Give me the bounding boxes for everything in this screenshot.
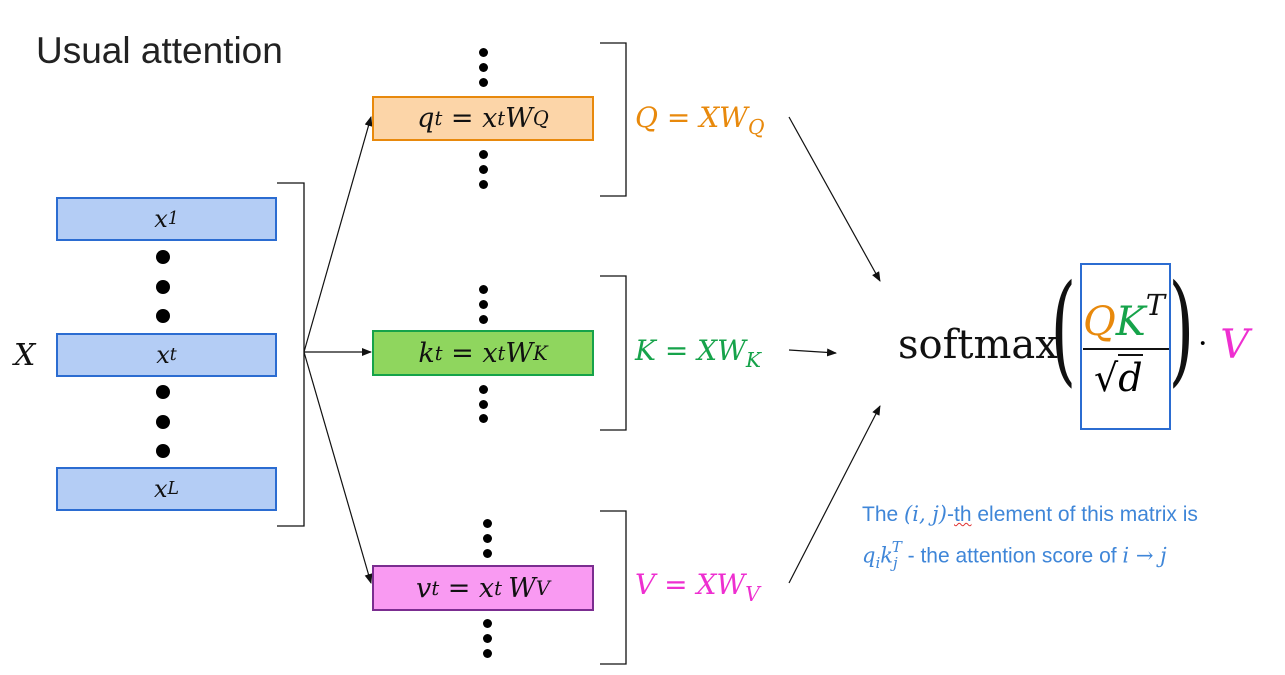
fraction-numerator: QKT [1083, 288, 1165, 345]
note-k-sup: T [891, 538, 902, 556]
output-v: V [1220, 322, 1250, 368]
fraction-bar [1083, 348, 1169, 350]
input-matrix-label: X [14, 338, 36, 373]
k-bracket [600, 275, 627, 431]
query-matrix-sub: Q [747, 115, 765, 140]
note-dash: - [947, 503, 954, 526]
note-arrow: i → j [1122, 543, 1167, 568]
note-k-sub: j [893, 553, 898, 572]
ellipsis-dot [156, 385, 170, 399]
value-W-sub: V [535, 576, 550, 600]
numerator-q: Q [1083, 299, 1116, 346]
query-matrix-eq-rhs: = XW [657, 101, 748, 134]
right-paren: ) [1168, 260, 1195, 399]
note-q-sub: i [875, 553, 881, 572]
ellipsis-dot [156, 250, 170, 264]
input-xL-base: x [153, 475, 168, 503]
note-line-2: qikjT - the attention score of i → j [862, 531, 1198, 579]
value-mid-sub: t [494, 576, 509, 600]
value-matrix: V [635, 568, 656, 601]
input-xt-sub: t [169, 345, 177, 365]
attention-score-note: The (i, j)-th element of this matrix is … [862, 498, 1198, 579]
query-mid-sub: t [497, 107, 506, 130]
key-lhs: k [418, 337, 435, 369]
query-W: W [505, 103, 533, 134]
arrow-to-v [303, 351, 373, 584]
query-lhs-sub: t [434, 107, 443, 130]
ellipsis-dot [156, 444, 170, 458]
input-x1-base: x [154, 205, 168, 233]
value-matrix-eq: V = XWV [635, 568, 760, 606]
key-matrix-eq: K = XWK [635, 334, 761, 372]
multiply-dot: · [1198, 326, 1208, 362]
query-matrix-eq: Q = XWQ [635, 101, 764, 139]
q-bracket [600, 42, 627, 197]
numerator-k: K [1115, 299, 1146, 346]
query-W-sub: Q [532, 107, 549, 130]
query-matrix: Q [635, 101, 658, 134]
attention-matrix-highlight [1080, 263, 1171, 430]
key-mid: = x [442, 337, 498, 369]
note-k: k [880, 543, 894, 568]
note-ij: (i, j) [904, 502, 947, 526]
query-lhs: q [417, 103, 435, 134]
query-mid: = x [442, 103, 498, 134]
note-line1-post: element of this matrix is [971, 503, 1198, 526]
numerator-transpose: T [1145, 288, 1165, 322]
ellipsis-dot [156, 415, 170, 429]
value-matrix-eq-rhs: = XW [655, 568, 746, 601]
fraction-denominator: √d [1094, 354, 1143, 400]
note-th: th [954, 503, 972, 526]
v-bracket [600, 510, 627, 665]
note-line2-post: - the attention score of [901, 544, 1123, 568]
note-line-1: The (i, j)-th element of this matrix is [862, 498, 1198, 531]
arrow-v-to-softmax [788, 405, 881, 584]
ellipsis-dot [156, 309, 170, 323]
value-lhs: v [416, 572, 432, 604]
key-mid-sub: t [497, 341, 506, 365]
note-q: q [862, 543, 876, 568]
sqrt-symbol: √ [1094, 356, 1119, 400]
input-xt-base: x [156, 341, 170, 369]
key-matrix-eq-rhs: = XW [655, 334, 746, 367]
note-line1-pre: The [862, 503, 905, 526]
input-x1-sub: 1 [167, 209, 179, 229]
value-W: W [508, 572, 536, 604]
times-v: · V [1198, 322, 1249, 368]
input-xL-sub: L [167, 479, 179, 499]
key-matrix: K [635, 334, 656, 367]
value-lhs-sub: t [431, 576, 440, 600]
value-mid: = x [439, 572, 495, 604]
input-bracket [277, 182, 305, 527]
left-paren: ( [1050, 260, 1077, 399]
value-matrix-sub: V [745, 582, 760, 607]
softmax-label: softmax [898, 322, 1058, 368]
arrow-to-q [303, 116, 373, 353]
arrow-k-to-softmax [788, 348, 837, 357]
denominator-d: d [1118, 354, 1143, 400]
key-W: W [505, 337, 534, 369]
arrow-q-to-softmax [788, 116, 881, 282]
diagram-title: Usual attention [36, 30, 283, 71]
key-lhs-sub: t [434, 341, 443, 365]
key-matrix-sub: K [745, 348, 761, 373]
key-W-sub: K [533, 341, 548, 365]
ellipsis-dot [156, 280, 170, 294]
